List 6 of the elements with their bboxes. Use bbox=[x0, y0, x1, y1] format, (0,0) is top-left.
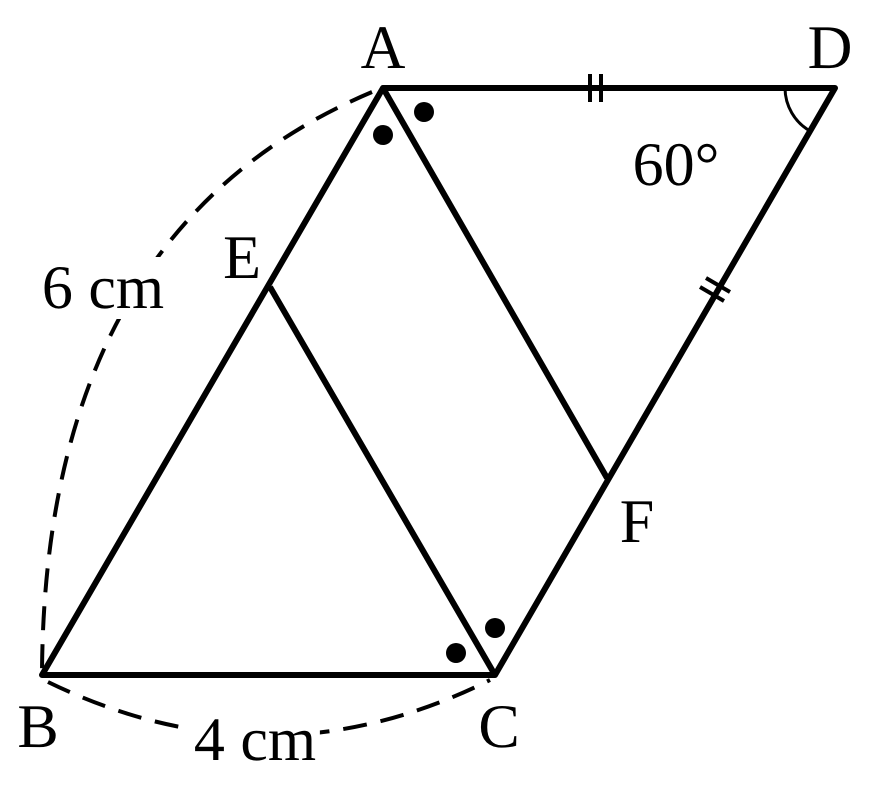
point-label: A bbox=[360, 17, 406, 79]
point-label: F bbox=[618, 491, 656, 553]
point-label: C bbox=[477, 696, 521, 758]
point-label: B bbox=[16, 696, 60, 758]
point-label: E bbox=[222, 227, 262, 289]
point-label: D bbox=[806, 17, 854, 79]
